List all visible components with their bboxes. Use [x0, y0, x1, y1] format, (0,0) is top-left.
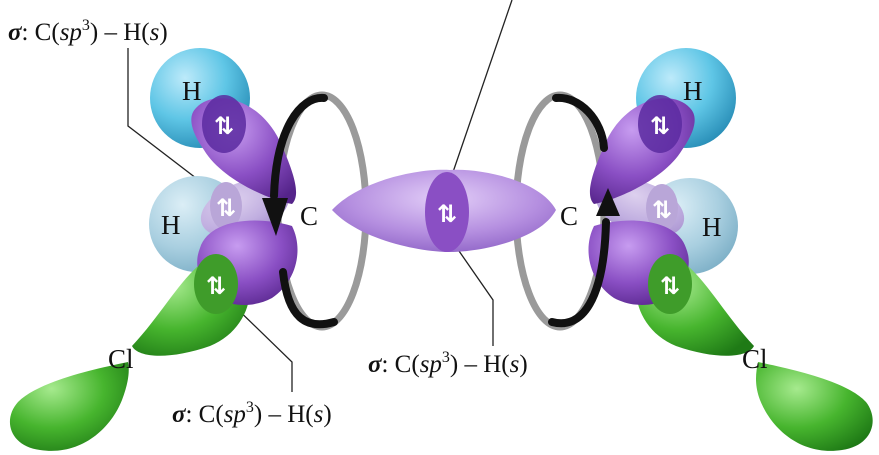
atom-label-cl-left: Cl [108, 344, 134, 374]
sigma-label-bottom-left: σ: C(sp3) – H(s) [172, 399, 332, 428]
carbon-lobe-bottom-left-core [194, 254, 238, 314]
leader-center [449, 237, 494, 346]
electron-pair-cc: ⇅ [437, 200, 457, 228]
rotation-arrow-right [548, 93, 610, 328]
atom-label-c-left: C [300, 201, 318, 231]
leader-top-left [127, 48, 223, 199]
carbon-lobe-back-right-core [646, 184, 678, 232]
atom-label-h-mid-right: H [702, 212, 722, 242]
electron-pair-top-left: ⇅ [214, 112, 234, 140]
carbon-lobe-top-right-core [638, 95, 682, 153]
sigma-label-center: σ: C(sp3) – H(s) [368, 349, 528, 378]
atom-label-c-right: C [560, 201, 578, 231]
atom-label-cl-right: Cl [742, 344, 768, 374]
leader-lines [127, 0, 513, 392]
chlorine-back-lobe-right [756, 362, 873, 451]
electron-pair-back-right: ⇅ [652, 196, 672, 224]
electron-pair-top-right: ⇅ [650, 112, 670, 140]
carbon-lobe-top-left-core [202, 95, 246, 153]
rotation-arrowhead-left [262, 198, 288, 236]
sigma-cc-bond-core [425, 172, 469, 252]
atom-label-h-top-right: H [683, 76, 703, 106]
leader-bottom [225, 297, 293, 392]
right-carbon-group: ⇅ H H ⇅ Cl ⇅ C [560, 48, 873, 451]
electron-pair-bottom-right: ⇅ [660, 272, 680, 300]
rotation-arrowhead-right [596, 188, 620, 216]
sigma-label-top-left: σ: C(sp3) – H(s) [8, 17, 168, 46]
carbon-lobe-back-left-core [210, 182, 242, 230]
electron-pair-back-left: ⇅ [216, 194, 236, 222]
atom-label-h-top-left: H [182, 76, 202, 106]
rotation-arrow-left [270, 93, 338, 329]
left-carbon-group: ⇅ H H ⇅ Cl ⇅ C [9, 48, 318, 451]
electron-pair-bottom-left: ⇅ [206, 272, 226, 300]
chlorine-back-lobe-left [9, 362, 129, 451]
carbon-lobe-bottom-right-core [648, 254, 692, 314]
atom-label-h-mid-left: H [161, 210, 181, 240]
leader-top-right [451, 0, 513, 176]
